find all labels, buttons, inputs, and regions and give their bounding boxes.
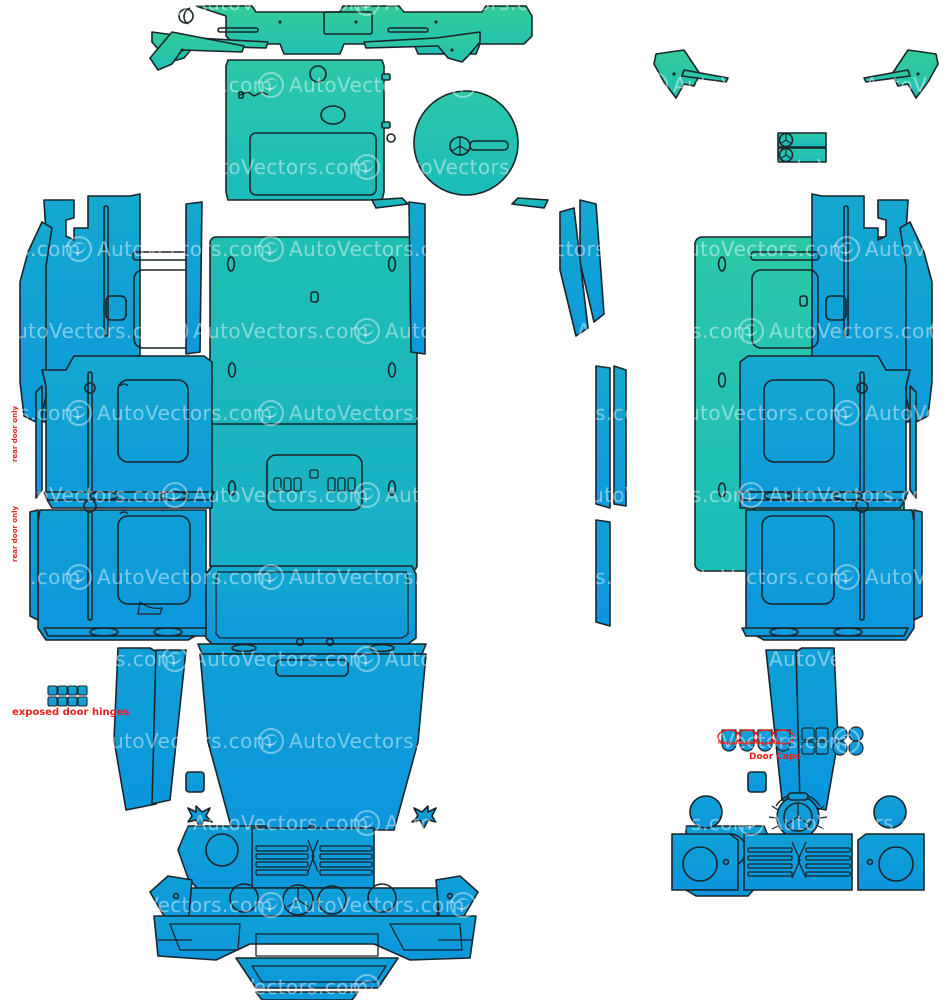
- part-star-clips: [187, 805, 437, 829]
- part-front-door-left: [29, 499, 207, 641]
- part-mirror-cap-right: [857, 795, 925, 891]
- part-front-grille-lower: [743, 833, 853, 891]
- part-lower-valance: [153, 915, 477, 1000]
- part-sliding-door-right: [739, 355, 917, 509]
- annotation-exposed-door-hinges: exposed door hinges: [12, 707, 130, 718]
- part-front-door-right: [745, 499, 923, 641]
- part-rear-corner-fillers: [149, 31, 481, 71]
- part-front-fender-left: [113, 647, 205, 811]
- part-rear-corner-filler-right-pair: [653, 49, 939, 99]
- part-door-jamb-strips-right: [737, 491, 909, 637]
- part-windshield: [205, 565, 417, 645]
- part-door-hinge-set: [47, 685, 88, 707]
- part-rear-door-panel: [225, 59, 396, 201]
- annotation-side-note-upper: rear door only: [11, 405, 20, 463]
- part-front-grille: [251, 827, 375, 889]
- part-sliding-door-left: [35, 355, 213, 509]
- part-roof-panel-center: [209, 236, 418, 572]
- part-spare-wheel-cover: [413, 90, 519, 196]
- part-mirror-cap-left: [671, 795, 739, 891]
- annotation-door-caps: Door Caps: [749, 752, 801, 762]
- part-door-cap-set: [717, 726, 864, 756]
- part-badge-strips: [777, 132, 827, 163]
- part-a-pillar-trims: [185, 197, 627, 627]
- part-hood: [199, 653, 427, 832]
- annotation-door-caps-note: front grab handle inserts: [718, 741, 783, 746]
- annotation-side-note-lower: rear door only: [11, 505, 20, 563]
